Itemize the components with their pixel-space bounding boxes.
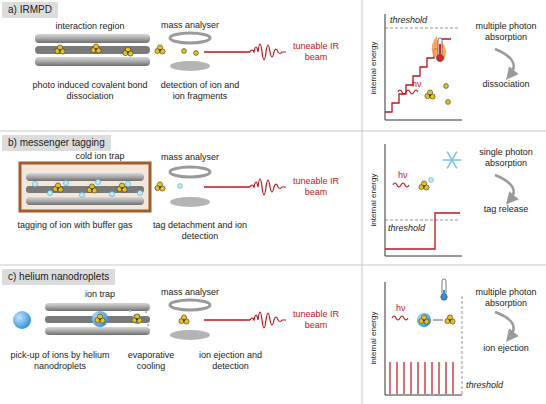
label-text: ion trap (60, 289, 140, 300)
panel-header: b) messenger tagging (2, 135, 111, 151)
label-text: internal energy (369, 174, 379, 227)
label-text: internal energy (369, 312, 379, 365)
label-text: tag release (470, 204, 542, 215)
header-text: a) IRMPD (8, 4, 52, 15)
label-text: interaction region (45, 21, 135, 32)
label-text: cold ion trap (45, 151, 155, 162)
panel-header: c) helium nanodroplets (2, 269, 115, 285)
label-text: tagging of ion with buffer gas (15, 220, 135, 231)
label-text: hν (398, 170, 418, 181)
label-text: tag detachment and ion detection (150, 220, 250, 242)
label-text: ion ejection (470, 343, 542, 354)
label-text: tuneable IR beam (290, 41, 342, 63)
label-text: threshold (466, 380, 526, 391)
label-text: mass analyser (160, 152, 220, 163)
label-text: threshold (390, 15, 450, 26)
label-text: multiple photon absorption (470, 287, 542, 309)
label-text: dissociation (470, 79, 542, 90)
header-text: b) messenger tagging (8, 137, 105, 148)
label-text: evaporative cooling (120, 350, 182, 372)
label-text: detection of ion and ion fragments (155, 80, 245, 102)
label-text: threshold (388, 223, 448, 234)
label-text: mass analyser (160, 20, 220, 31)
label-text: single photon absorption (470, 147, 542, 169)
label-text: photo induced covalent bond dissociation (30, 80, 150, 102)
label-text: hν (412, 79, 432, 90)
panel-header: a) IRMPD (2, 2, 58, 18)
label-text: tuneable IR beam (290, 309, 342, 331)
label-text: ion ejection and detection (188, 350, 273, 372)
label-text: pick-up of ions by helium nanodroplets (5, 350, 115, 372)
energy-spikes (390, 362, 453, 394)
label-text: internal energy (369, 42, 379, 95)
label-text: hν (396, 303, 416, 314)
label-text: mass analyser (160, 287, 220, 298)
label-text: tuneable IR beam (290, 176, 342, 198)
label-text: multiple photon absorption (470, 21, 542, 43)
header-text: c) helium nanodroplets (8, 271, 109, 282)
